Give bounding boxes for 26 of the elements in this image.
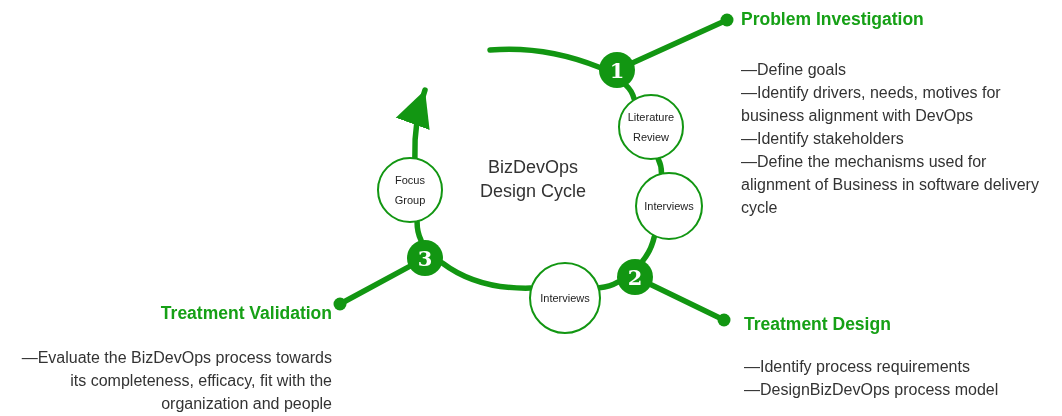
cycle-arc <box>640 233 658 264</box>
bullet-text: —Define goals <box>741 60 847 80</box>
cycle-arc <box>596 279 621 291</box>
cycle-arc <box>623 82 637 102</box>
method-circle: Interviews <box>529 262 601 334</box>
leader-line <box>648 282 731 327</box>
bullet-text: —Evaluate the BizDevOps process towards its completeness, efficacy, fit with the organization and people <box>20 348 332 414</box>
bullet-text: —Identify stakeholders <box>741 129 905 149</box>
cycle-title: BizDevOps Design Cycle <box>478 156 587 203</box>
method-circle: Interviews <box>635 172 703 240</box>
bullet-text: —Identify process requirements <box>744 357 971 377</box>
step-number-badge: 2 <box>617 259 653 295</box>
bullet-text: —DesignBizDevOps process model <box>744 380 1000 400</box>
cycle-arc <box>414 219 424 244</box>
phase-title: Problem Investigation <box>741 8 924 30</box>
leader-line <box>333 263 412 311</box>
bullet-text: —Define the mechanisms used for alignment of Business in software delivery cycle <box>741 152 1040 218</box>
step-number-badge: 3 <box>407 240 443 276</box>
phase-title: Treatment Design <box>744 313 891 335</box>
step-number-badge: 1 <box>599 52 635 88</box>
bullet-text: —Identify drivers, needs, motives for business alignment with DevOps <box>741 83 1002 126</box>
method-circle: Literature Review <box>618 94 684 160</box>
phase-title: Treatment Validation <box>160 302 332 324</box>
cycle-arc <box>655 156 665 176</box>
method-circle: Focus Group <box>377 157 443 223</box>
leader-line <box>630 13 734 66</box>
